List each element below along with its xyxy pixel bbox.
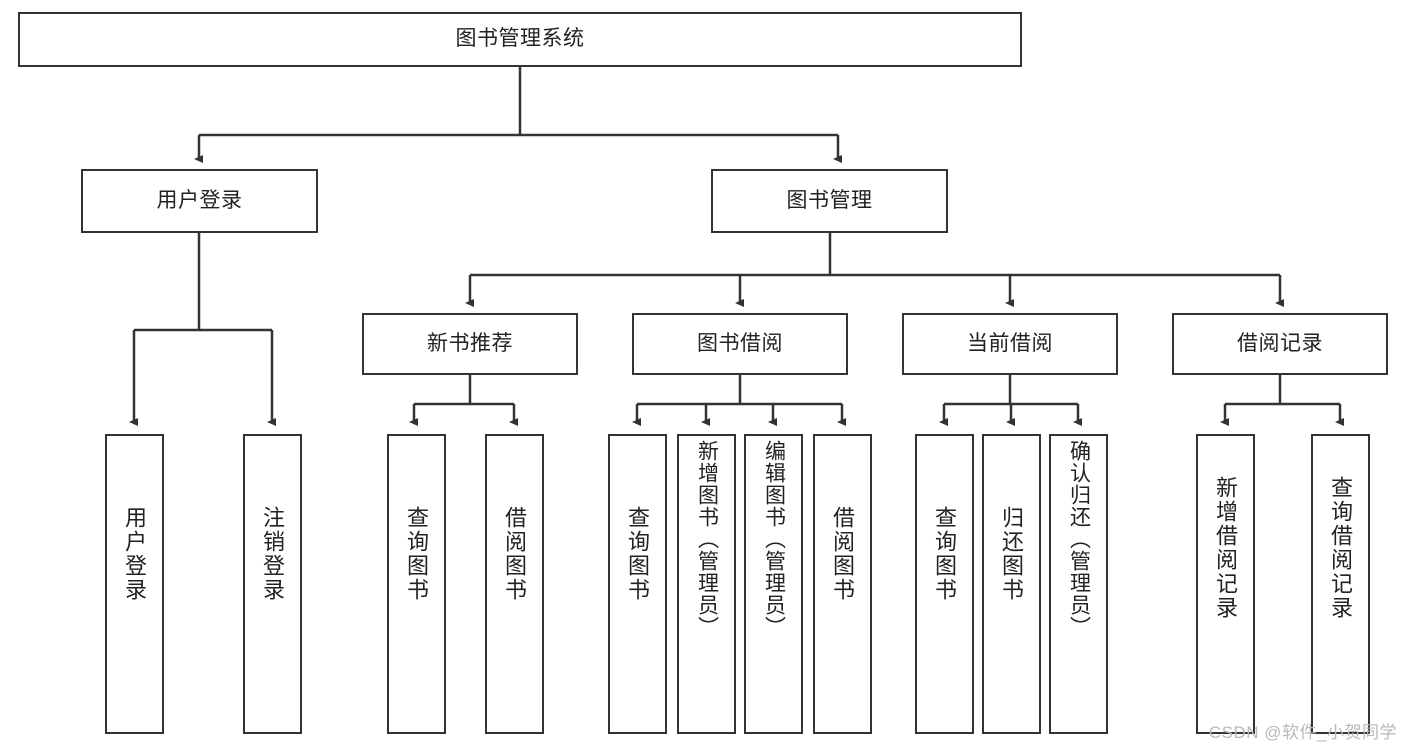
node-label: 注销登录 [260,506,286,602]
node-label: 查询图书 [404,506,430,602]
node-leaf-user-login[interactable]: 用户登录 [105,434,164,734]
node-borrow-record[interactable]: 借阅记录 [1172,313,1388,375]
edge-book-manage-to-level3 [465,233,1284,307]
node-label: 当前借阅 [967,331,1053,355]
node-label: 新增图书（管理员） [695,440,719,638]
node-leaf-logout-login[interactable]: 注销登录 [243,434,302,734]
edge-borrow-record-to-leaves [1220,375,1344,426]
node-label: 用户登录 [122,506,148,602]
node-leaf-query-book-current[interactable]: 查询图书 [915,434,974,734]
node-label: 编辑图书（管理员） [762,440,786,638]
edge-root-to-level2 [194,67,842,163]
node-book-borrow[interactable]: 图书借阅 [632,313,848,375]
node-leaf-query-book-recommend[interactable]: 查询图书 [387,434,446,734]
node-user-login[interactable]: 用户登录 [81,169,318,233]
csdn-watermark: CSDN @软件_小贺同学 [1208,723,1397,742]
node-label: 图书管理系统 [455,27,585,51]
node-book-management[interactable]: 图书管理 [711,169,948,233]
node-leaf-confirm-return[interactable]: 确认归还（管理员） [1049,434,1108,734]
node-label: 图书管理 [786,188,873,212]
node-root-book-management-system[interactable]: 图书管理系统 [18,12,1022,67]
node-leaf-return-book[interactable]: 归还图书 [982,434,1041,734]
node-leaf-query-borrow-record[interactable]: 查询借阅记录 [1311,434,1370,734]
edge-current-borrow-to-leaves [939,375,1082,426]
node-leaf-borrow-book-recommend[interactable]: 借阅图书 [485,434,544,734]
node-leaf-query-book-borrow[interactable]: 查询图书 [608,434,667,734]
node-label: 借阅图书 [830,506,856,602]
node-label: 归还图书 [999,506,1025,602]
node-label: 查询借阅记录 [1328,476,1354,620]
node-label: 借阅图书 [502,506,528,602]
node-leaf-edit-book[interactable]: 编辑图书（管理员） [744,434,803,734]
edge-book-borrow-to-leaves [632,375,846,426]
node-label: 新书推荐 [427,331,513,355]
node-current-borrow[interactable]: 当前借阅 [902,313,1118,375]
edge-user-login-to-leaves [129,233,276,426]
node-leaf-add-borrow-record[interactable]: 新增借阅记录 [1196,434,1255,734]
node-label: 确认归还（管理员） [1067,440,1091,638]
node-leaf-borrow-book-borrow[interactable]: 借阅图书 [813,434,872,734]
node-label: 借阅记录 [1237,331,1323,355]
node-label: 查询图书 [932,506,958,602]
node-label: 新增借阅记录 [1213,476,1239,620]
node-label: 用户登录 [156,188,243,212]
edge-new-book-recommend-to-leaves [409,375,518,426]
node-label: 图书借阅 [697,331,783,355]
node-leaf-add-book[interactable]: 新增图书（管理员） [677,434,736,734]
node-new-book-recommend[interactable]: 新书推荐 [362,313,578,375]
node-label: 查询图书 [625,506,651,602]
